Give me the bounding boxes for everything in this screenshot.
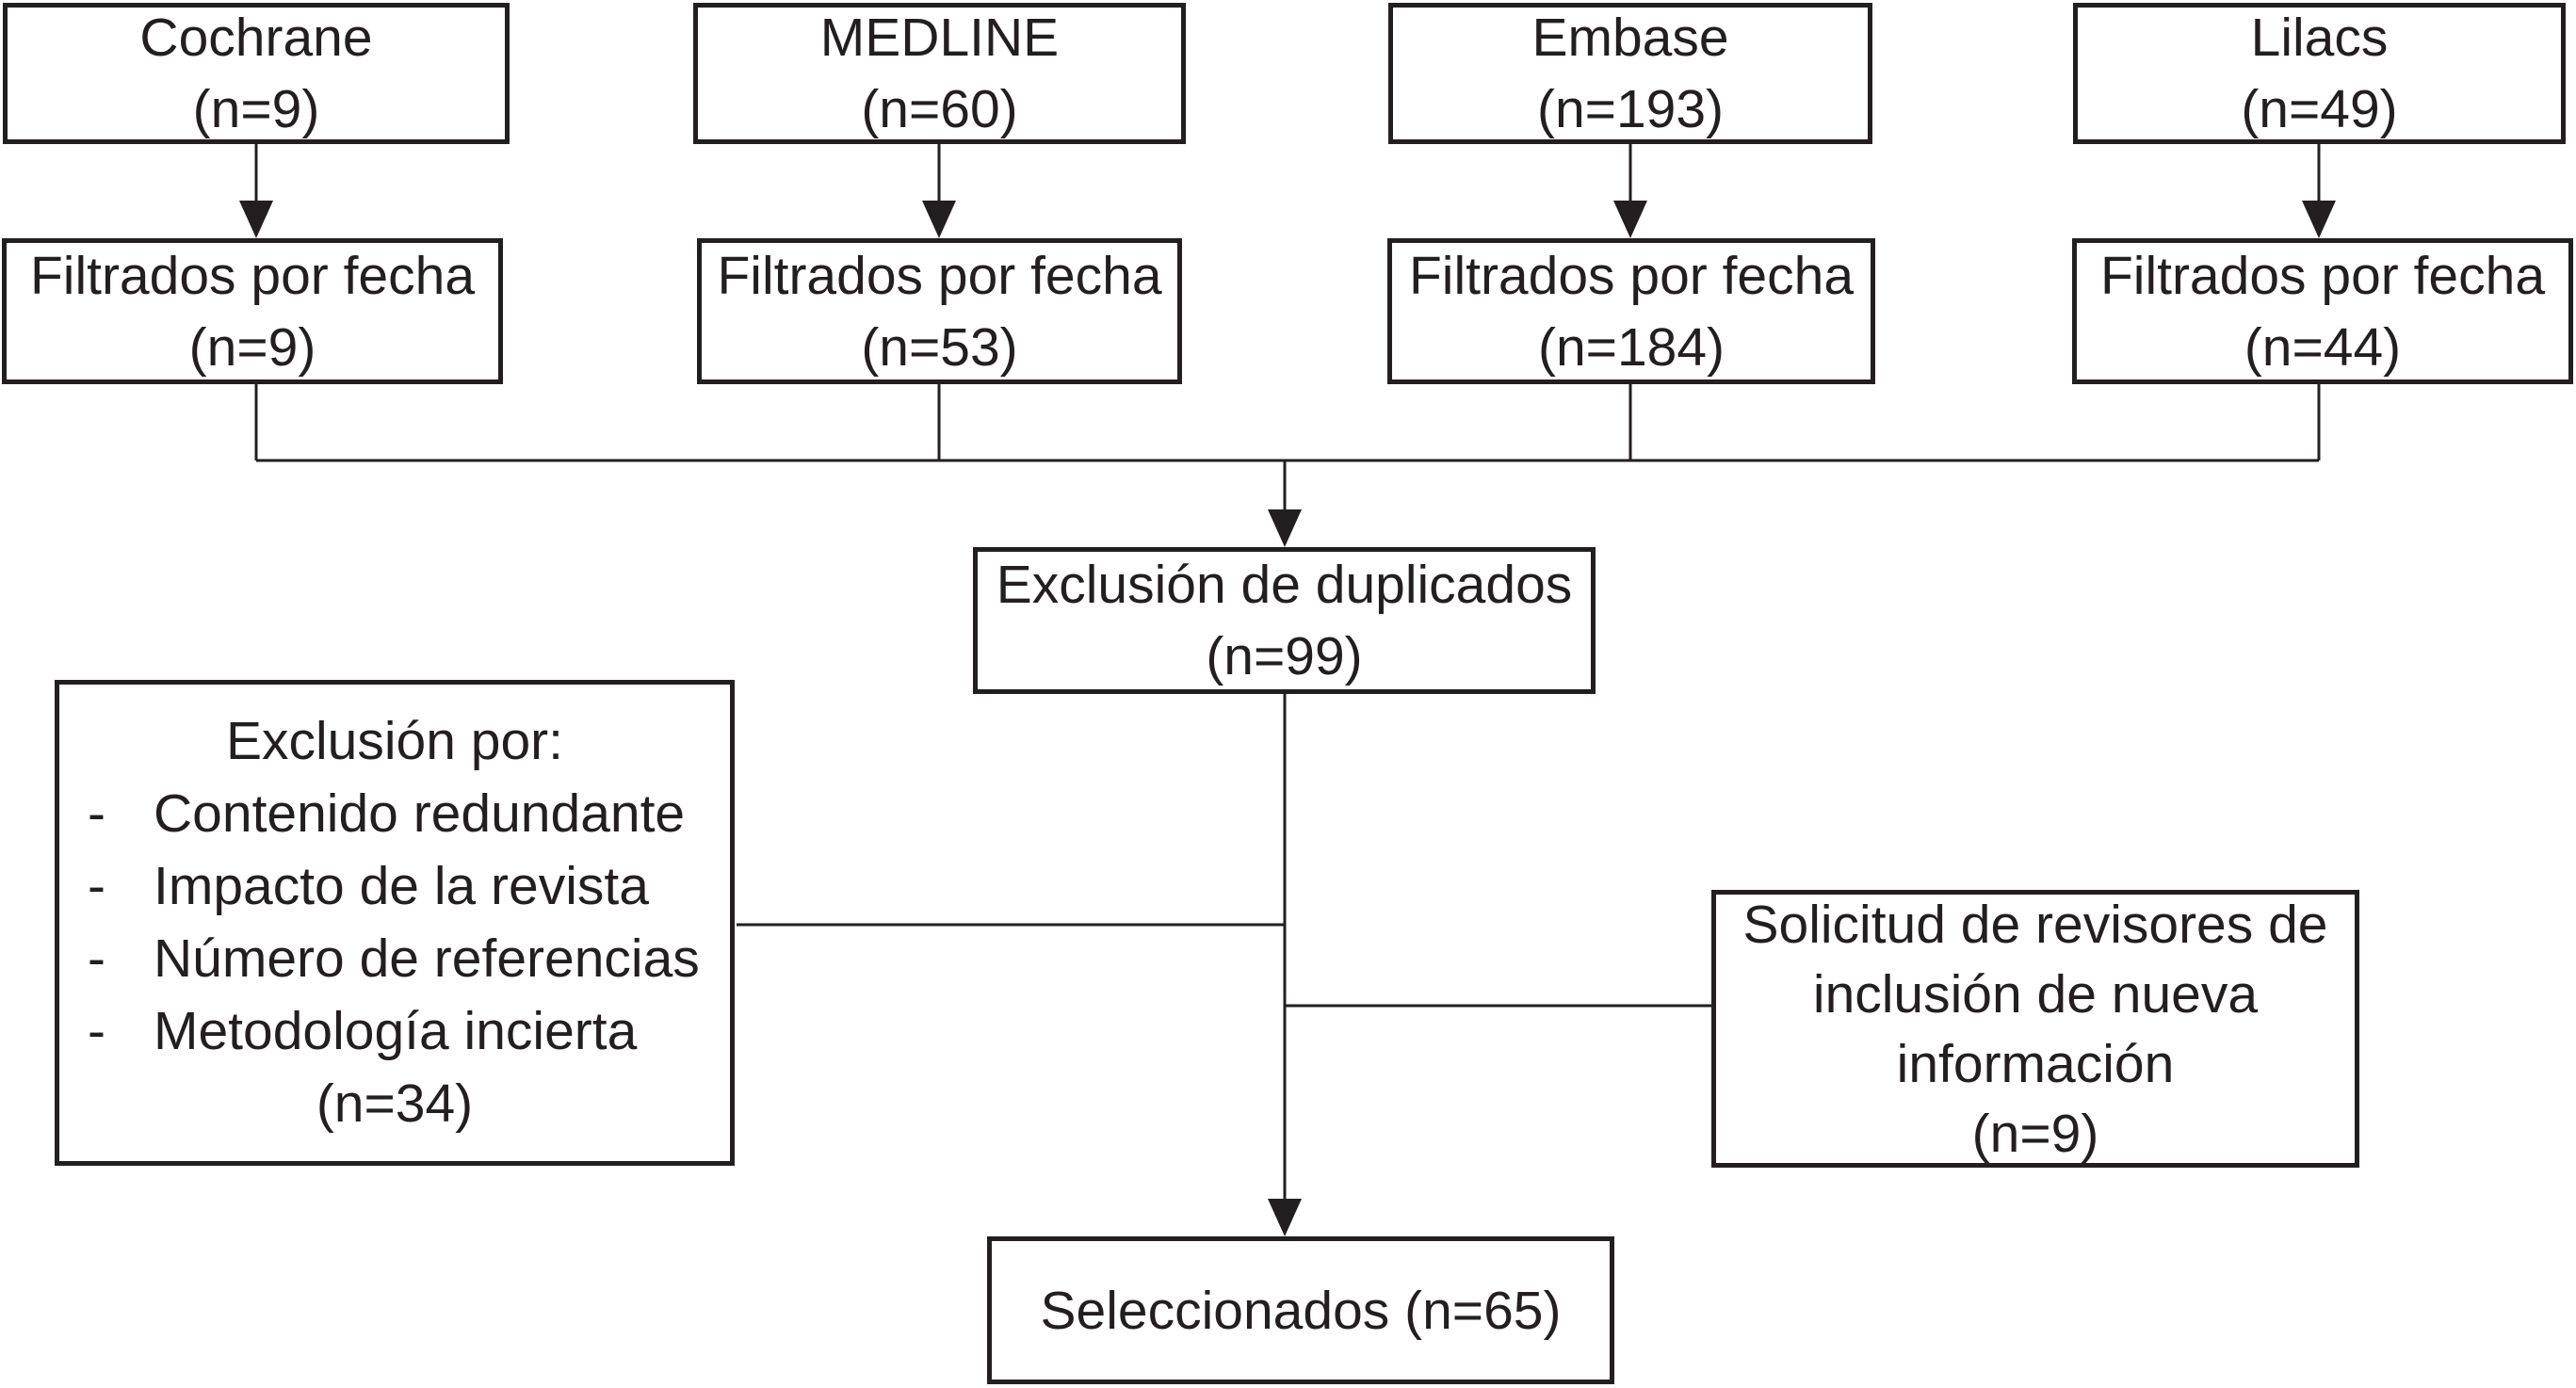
exclusion-item: - Impacto de la revista [59, 850, 730, 923]
exclusion-item: - Metodología incierta [59, 995, 730, 1068]
source-box-medline: MEDLINE (n=60) [693, 3, 1186, 144]
exclusion-item-label: Contenido redundante [154, 783, 686, 844]
source-name: Embase [1531, 8, 1729, 68]
filtered-label: Filtrados por fecha [29, 245, 476, 306]
exclusion-item: - Contenido redundante [59, 778, 730, 850]
exclusion-item: - Número de referencias [59, 923, 730, 995]
source-box-embase: Embase (n=193) [1388, 3, 1872, 144]
source-count: (n=193) [1536, 79, 1725, 139]
exclusion-title: Exclusión por: [225, 711, 563, 771]
bullet-dash: - [88, 1001, 105, 1061]
reviewers-request-box: Solicitud de revisores de inclusión de n… [1711, 890, 2359, 1168]
selected-box: Seleccionados (n=65) [987, 1236, 1614, 1384]
source-name: Lilacs [2250, 8, 2389, 68]
reviewers-line: inclusión de nueva [1812, 963, 2259, 1025]
source-box-lilacs: Lilacs (n=49) [2073, 3, 2566, 144]
duplicates-count: (n=99) [1206, 626, 1363, 686]
exclusion-count: (n=34) [316, 1073, 474, 1134]
filtered-box-lilacs: Filtrados por fecha (n=44) [2072, 238, 2573, 384]
duplicates-exclusion-box: Exclusión de duplicados (n=99) [973, 547, 1596, 694]
source-name: Cochrane [139, 8, 373, 68]
source-count: (n=60) [861, 79, 1018, 139]
source-count: (n=9) [192, 79, 320, 139]
arrowhead-selected [1268, 1199, 1302, 1236]
selected-label: Seleccionados (n=65) [1040, 1280, 1562, 1341]
filtered-box-embase: Filtrados por fecha (n=184) [1387, 238, 1875, 384]
filtered-count: (n=184) [1537, 316, 1725, 378]
exclusion-reasons-box: Exclusión por: - Contenido redundante - … [55, 680, 735, 1166]
duplicates-label: Exclusión de duplicados [996, 555, 1573, 615]
arrowhead-duplicates [1268, 509, 1302, 547]
filtered-label: Filtrados por fecha [2099, 245, 2546, 306]
filtered-count: (n=44) [2244, 316, 2402, 378]
arrowhead-4 [2302, 201, 2336, 238]
arrowhead-3 [1613, 201, 1647, 238]
arrowhead-1 [239, 201, 273, 238]
exclusion-item-label: Número de referencias [154, 928, 700, 989]
source-box-cochrane: Cochrane (n=9) [3, 3, 510, 144]
filtered-label: Filtrados por fecha [1408, 245, 1855, 306]
reviewers-count: (n=9) [1971, 1103, 2099, 1164]
bullet-dash: - [88, 856, 105, 916]
exclusion-item-label: Impacto de la revista [154, 856, 649, 916]
filtered-count: (n=53) [861, 316, 1018, 378]
filtered-label: Filtrados por fecha [717, 245, 1162, 306]
source-count: (n=49) [2241, 79, 2398, 139]
filtered-count: (n=9) [188, 316, 316, 378]
reviewers-line: información [1896, 1033, 2175, 1094]
filtered-box-cochrane: Filtrados por fecha (n=9) [2, 238, 503, 384]
bullet-dash: - [88, 783, 105, 844]
bullet-dash: - [88, 928, 105, 989]
exclusion-item-label: Metodología incierta [154, 1001, 638, 1061]
filtered-box-medline: Filtrados por fecha (n=53) [697, 238, 1182, 384]
reviewers-line: Solicitud de revisores de [1742, 894, 2328, 955]
arrowhead-2 [922, 201, 956, 238]
source-name: MEDLINE [819, 8, 1060, 68]
